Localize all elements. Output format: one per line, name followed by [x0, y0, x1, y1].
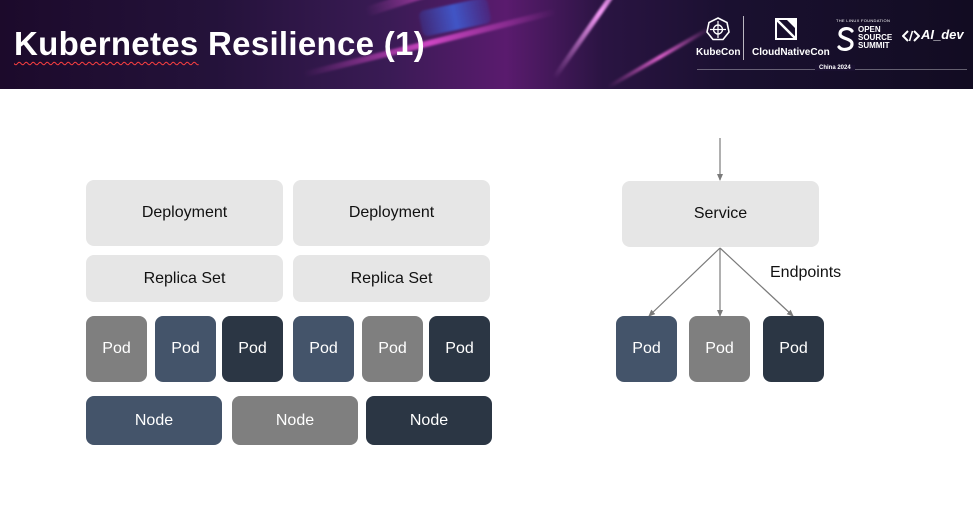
cloudnativecon-logo-text: CloudNativeCon [752, 47, 830, 58]
aidev-logo-text: AI_dev [921, 27, 964, 42]
node-box: Node [366, 396, 492, 445]
pod-box: Pod [86, 316, 147, 382]
deployment-box: Deployment [293, 180, 490, 246]
endpoint-arrow-1 [648, 247, 721, 317]
oss-line-1: OPEN [858, 25, 881, 34]
replica-set-box: Replica Set [86, 255, 283, 302]
pod-box: Pod [293, 316, 354, 382]
pod-box: Pod [222, 316, 283, 382]
node-box: Node [86, 396, 222, 445]
endpoints-label: Endpoints [770, 264, 842, 281]
cloudnativecon-icon [775, 18, 797, 40]
slide-title-part2: Resilience (1) [198, 25, 425, 62]
oss-line-3: SUMMIT [858, 41, 890, 50]
oss-line-2: SOURCE [858, 33, 893, 42]
slide-title: Kubernetes Resilience (1) [14, 24, 425, 64]
slide-title-part1: Kubernetes [14, 25, 199, 62]
header-banner: Kubernetes Resilience (1) KubeCon CloudN… [0, 0, 973, 89]
open-source-summit-text: OPEN SOURCE SUMMIT [858, 26, 892, 50]
deployment-box: Deployment [86, 180, 283, 246]
service-pod-box: Pod [689, 316, 750, 382]
replica-set-box: Replica Set [293, 255, 490, 302]
logo-divider [743, 16, 744, 60]
pod-box: Pod [429, 316, 490, 382]
node-box: Node [232, 396, 358, 445]
event-label: China 2024 [815, 65, 855, 71]
service-box: Service [622, 181, 819, 247]
service-pod-box: Pod [763, 316, 824, 382]
aidev-icon [902, 30, 920, 42]
linux-foundation-label: THE LINUX FOUNDATION [836, 18, 891, 23]
light-streak [552, 0, 648, 80]
pod-box: Pod [362, 316, 423, 382]
pod-box: Pod [155, 316, 216, 382]
endpoint-arrow-3 [719, 247, 794, 317]
kubecon-logo-text: KubeCon [696, 47, 741, 58]
service-pod-box: Pod [616, 316, 677, 382]
kubernetes-helm-icon [706, 17, 730, 41]
open-source-summit-icon [837, 27, 854, 51]
